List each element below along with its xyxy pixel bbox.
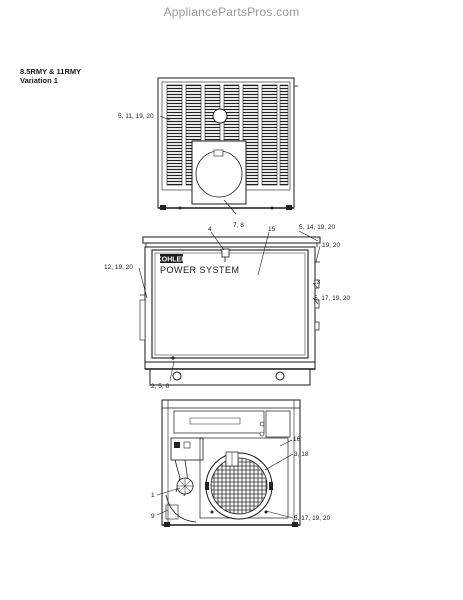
watermark: AppliancePartsPros.com — [163, 5, 300, 19]
callout-label: 1 — [151, 492, 155, 499]
brand-logo-text: KOHLER — [157, 256, 187, 263]
callout-label: 4 — [208, 226, 212, 233]
callout-label: 3, 18 — [294, 451, 309, 458]
enclosure-interior-view — [161, 399, 301, 527]
callout-label: 7, 8 — [233, 222, 244, 229]
callout-label: 19, 20 — [322, 242, 341, 249]
brand-subtitle-text: POWER SYSTEM — [160, 265, 240, 275]
callout-label: 13 — [313, 279, 321, 286]
model-label: 8.5RMY & 11RMY — [20, 67, 82, 76]
callout-label: 16 — [293, 436, 301, 443]
callout-label: 15 — [268, 226, 276, 233]
callout-label: 12, 19, 20 — [104, 264, 133, 271]
callout-label: 5, 17, 19, 20 — [294, 515, 331, 522]
callout-label: 5, 11, 19, 20 — [118, 113, 154, 120]
enclosure-louver-panel — [157, 77, 298, 210]
callout-label: 2, 5, 6 — [151, 383, 170, 390]
callout-label: 5, 14, 19, 20 — [299, 224, 336, 231]
enclosure-front-panel — [139, 236, 321, 386]
variation-label: Variation 1 — [20, 76, 58, 85]
kohler-brand-plate: KOHLER POWER SYSTEM — [157, 254, 240, 275]
callout-label: 5, 17, 19, 20 — [314, 295, 351, 302]
leader-lines — [138, 115, 321, 519]
diagram-title: 8.5RMY & 11RMY Variation 1 — [20, 67, 81, 85]
callout-label: 9 — [151, 513, 155, 520]
